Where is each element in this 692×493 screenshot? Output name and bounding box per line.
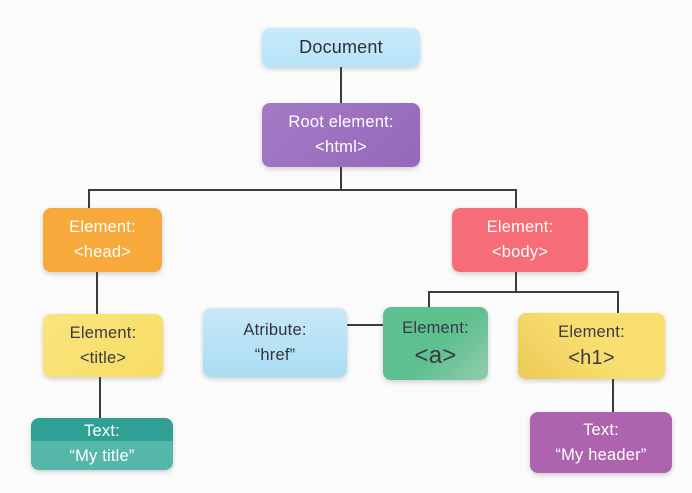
node-root-element-line1: Root element:: [288, 113, 394, 132]
node-document: Document: [262, 28, 420, 67]
node-element-a-line2: <a>: [414, 341, 457, 369]
connector-branch-a: [428, 291, 430, 308]
connector-atribute-a: [347, 324, 383, 326]
node-element-h1-line2: <h1>: [568, 346, 615, 369]
node-element-title: Element: <title>: [43, 314, 163, 377]
node-text-my-header-line1: Text:: [583, 420, 619, 439]
connector-document-root: [340, 66, 342, 104]
connector-branch-h1: [617, 291, 619, 314]
connector-branch-body: [515, 189, 517, 209]
node-root-element-line2: <html>: [315, 138, 367, 156]
connector-branch-html-children: [88, 189, 517, 191]
connector-title-mytitle: [99, 377, 101, 419]
node-element-a: Element: <a>: [383, 307, 488, 380]
connector-head-title: [96, 272, 98, 315]
node-element-title-line1: Element:: [69, 323, 137, 342]
node-element-a-line1: Element:: [402, 319, 469, 338]
node-text-my-title: Text: “My title”: [31, 418, 173, 470]
node-atribute-href: Atribute: “href”: [203, 308, 347, 377]
node-element-body-line1: Element:: [486, 218, 554, 237]
node-element-body-line2: <body>: [491, 243, 549, 261]
node-element-head-line2: <head>: [73, 243, 132, 261]
node-root-element: Root element: <html>: [262, 103, 420, 167]
node-element-h1-line1: Element:: [558, 323, 625, 342]
connector-root-branch: [340, 167, 342, 191]
node-element-h1: Element: <h1>: [518, 313, 665, 379]
node-atribute-href-line1: Atribute:: [243, 320, 307, 339]
connector-h1-myheader: [612, 379, 614, 413]
node-atribute-href-line2: “href”: [254, 345, 296, 364]
node-element-head: Element: <head>: [43, 208, 162, 272]
node-text-my-header-line2: “My header”: [555, 445, 647, 464]
node-text-my-title-line1: Text:: [84, 422, 120, 441]
node-element-head-line1: Element:: [69, 218, 136, 237]
node-element-title-line2: <title>: [79, 348, 127, 367]
connector-body-branch: [515, 272, 517, 293]
node-text-my-title-line2: “My title”: [69, 447, 135, 465]
connector-branch-body-children: [428, 291, 619, 293]
node-text-my-header: Text: “My header”: [530, 412, 672, 473]
node-document-label: Document: [299, 37, 383, 57]
node-element-body: Element: <body>: [452, 208, 588, 272]
connector-branch-head: [88, 189, 90, 209]
